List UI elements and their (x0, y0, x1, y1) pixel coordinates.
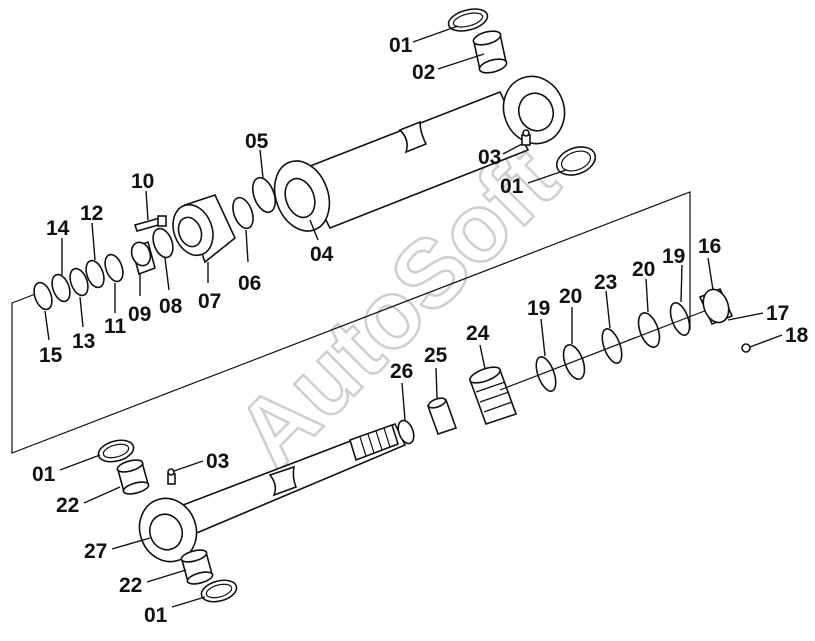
cylinder-tube (273, 75, 566, 232)
piston-24 (468, 366, 518, 426)
callout-01-bottom: 01 (144, 604, 168, 627)
callout-27: 27 (84, 540, 107, 563)
piston-rod (138, 422, 407, 563)
assembly-axis (499, 304, 721, 391)
callout-26: 26 (390, 360, 413, 383)
ring-23 (601, 328, 623, 364)
ring-01-top (447, 8, 489, 32)
assembly-guide-line (11, 191, 691, 454)
callout-11: 11 (104, 315, 127, 338)
gland-07 (172, 194, 236, 264)
callout-01-lower: 01 (32, 463, 56, 486)
callout-24: 24 (466, 322, 490, 345)
ring-01-bottom (200, 579, 238, 603)
callout-06: 06 (238, 272, 261, 295)
grease-nipple-03-top (521, 129, 531, 146)
bushing-09 (130, 240, 156, 276)
callout-03-top: 03 (478, 146, 501, 169)
callout-09: 09 (128, 303, 151, 326)
callout-25: 25 (424, 344, 448, 367)
ring-19-lower (535, 356, 557, 392)
ring-20-upper (637, 312, 661, 348)
nut-16 (698, 287, 734, 326)
seal-12 (85, 259, 105, 289)
callout-18: 18 (785, 324, 809, 347)
callout-04: 04 (310, 243, 334, 266)
callout-10: 10 (131, 170, 154, 193)
callout-labels: 01 02 03 01 05 10 14 12 04 06 07 08 09 1… (32, 34, 809, 627)
ring-19-upper (669, 301, 691, 337)
callout-03-lower: 03 (206, 450, 229, 473)
callout-19-lower: 19 (527, 297, 550, 320)
seal-05 (251, 176, 277, 214)
bushing-08 (152, 227, 174, 259)
callout-05: 05 (245, 130, 269, 153)
callout-01-right: 01 (500, 175, 524, 198)
grease-nipple-03-lower (167, 468, 176, 485)
callout-15: 15 (39, 344, 63, 367)
seal-11 (104, 253, 124, 283)
callout-14: 14 (46, 217, 70, 240)
bushing-22-top (116, 459, 150, 495)
seal-15 (33, 281, 53, 311)
leader-lines (44, 25, 783, 608)
ring-01-right-inner (560, 150, 592, 172)
callout-22-lower: 22 (119, 574, 142, 597)
seal-14 (51, 273, 71, 303)
ring-01-bottom-inner (205, 583, 233, 599)
callout-07: 07 (198, 290, 221, 313)
callout-12: 12 (80, 202, 103, 225)
callout-16: 16 (698, 235, 721, 258)
ring-01-top-inner (452, 12, 484, 28)
callout-20-lower: 20 (559, 285, 582, 308)
callout-23: 23 (594, 271, 617, 294)
seal-13 (69, 267, 89, 297)
callout-19-upper: 19 (662, 245, 685, 268)
callout-13: 13 (72, 330, 95, 353)
callout-02-top: 02 (412, 61, 435, 84)
callout-20-upper: 20 (632, 258, 655, 281)
seal-06 (232, 196, 254, 230)
cushion-25 (426, 397, 458, 436)
seal-26 (397, 419, 415, 445)
callout-08: 08 (159, 295, 183, 318)
bushing-02-top (472, 30, 508, 74)
callout-22-upper: 22 (56, 494, 79, 517)
callout-17: 17 (766, 302, 789, 325)
ring-01-lower-top-inner (102, 443, 130, 459)
callout-01-top: 01 (389, 34, 413, 57)
ring-01-right (555, 146, 597, 176)
bolt-10 (133, 215, 167, 232)
bushing-22-bottom (180, 549, 214, 585)
screw-18 (741, 343, 751, 353)
